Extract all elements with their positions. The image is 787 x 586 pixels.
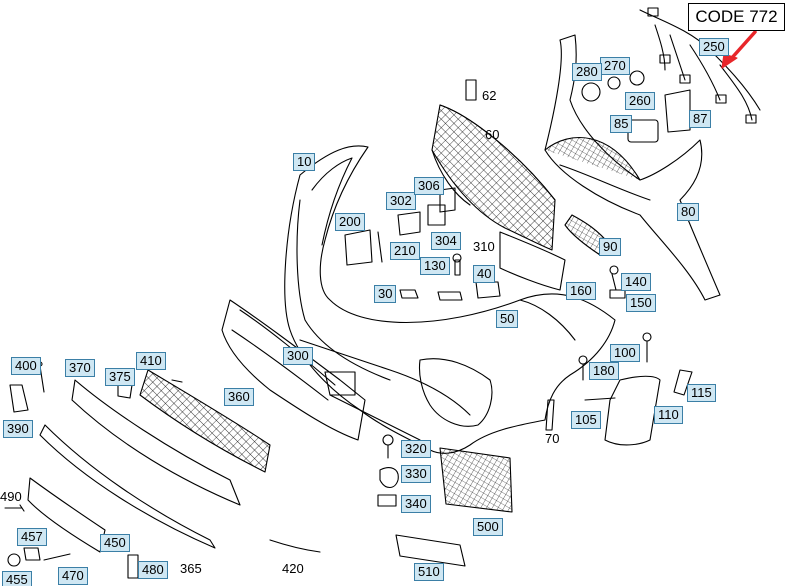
part-label-450: 450 — [100, 534, 130, 552]
part-label-115: 115 — [687, 384, 716, 402]
small-parts — [4, 79, 693, 579]
part-label-330: 330 — [401, 465, 431, 483]
part-label-490: 490 — [0, 489, 22, 504]
part-label-500: 500 — [473, 518, 503, 536]
part-label-365: 365 — [180, 561, 202, 576]
part-label-375: 375 — [105, 368, 135, 386]
part-label-140: 140 — [621, 273, 651, 291]
energy-absorber — [221, 299, 366, 441]
part-label-310: 310 — [473, 239, 495, 254]
part-label-455: 455 — [2, 571, 32, 586]
part-label-110: 110 — [654, 406, 683, 424]
bumper-cover — [284, 145, 616, 454]
license-plate-holder — [27, 477, 106, 553]
part-label-130: 130 — [420, 257, 450, 275]
part-label-40: 40 — [473, 265, 496, 283]
part-label-60: 60 — [485, 127, 500, 142]
part-label-420: 420 — [282, 561, 304, 576]
part-label-160: 160 — [566, 282, 596, 300]
part-label-270: 270 — [600, 57, 630, 75]
part-label-390: 390 — [3, 420, 33, 438]
part-label-260: 260 — [625, 92, 655, 110]
part-label-510: 510 — [414, 563, 444, 581]
part-label-306: 306 — [414, 177, 444, 195]
code-callout: CODE 772 — [688, 3, 785, 31]
part-label-320: 320 — [401, 440, 431, 458]
lower-trims — [39, 369, 513, 567]
part-label-302: 302 — [386, 192, 416, 210]
part-label-410: 410 — [136, 352, 166, 370]
part-label-340: 340 — [401, 495, 431, 513]
part-label-250: 250 — [699, 38, 729, 56]
part-label-87: 87 — [689, 110, 712, 128]
part-label-400: 400 — [11, 357, 41, 375]
part-label-150: 150 — [626, 294, 656, 312]
part-label-280: 280 — [572, 63, 602, 81]
part-label-470: 470 — [58, 567, 88, 585]
part-label-85: 85 — [610, 115, 633, 133]
part-label-90: 90 — [599, 238, 622, 256]
part-label-360: 360 — [224, 388, 254, 406]
part-label-480: 480 — [138, 561, 168, 579]
part-label-300: 300 — [283, 347, 313, 365]
part-label-180: 180 — [589, 362, 619, 380]
part-label-100: 100 — [610, 344, 640, 362]
upper-grille — [431, 104, 556, 251]
part-label-370: 370 — [65, 359, 95, 377]
part-label-80: 80 — [677, 203, 700, 221]
code-arrow — [721, 30, 757, 69]
part-label-62: 62 — [482, 88, 497, 103]
part-label-10: 10 — [293, 153, 316, 171]
part-label-70: 70 — [545, 431, 560, 446]
part-label-105: 105 — [571, 411, 601, 429]
part-label-210: 210 — [390, 242, 420, 260]
part-label-200: 200 — [335, 213, 365, 231]
part-label-50: 50 — [496, 310, 519, 328]
part-label-304: 304 — [431, 232, 461, 250]
part-label-30: 30 — [374, 285, 397, 303]
part-label-457: 457 — [17, 528, 47, 546]
parking-sensors — [581, 70, 691, 143]
